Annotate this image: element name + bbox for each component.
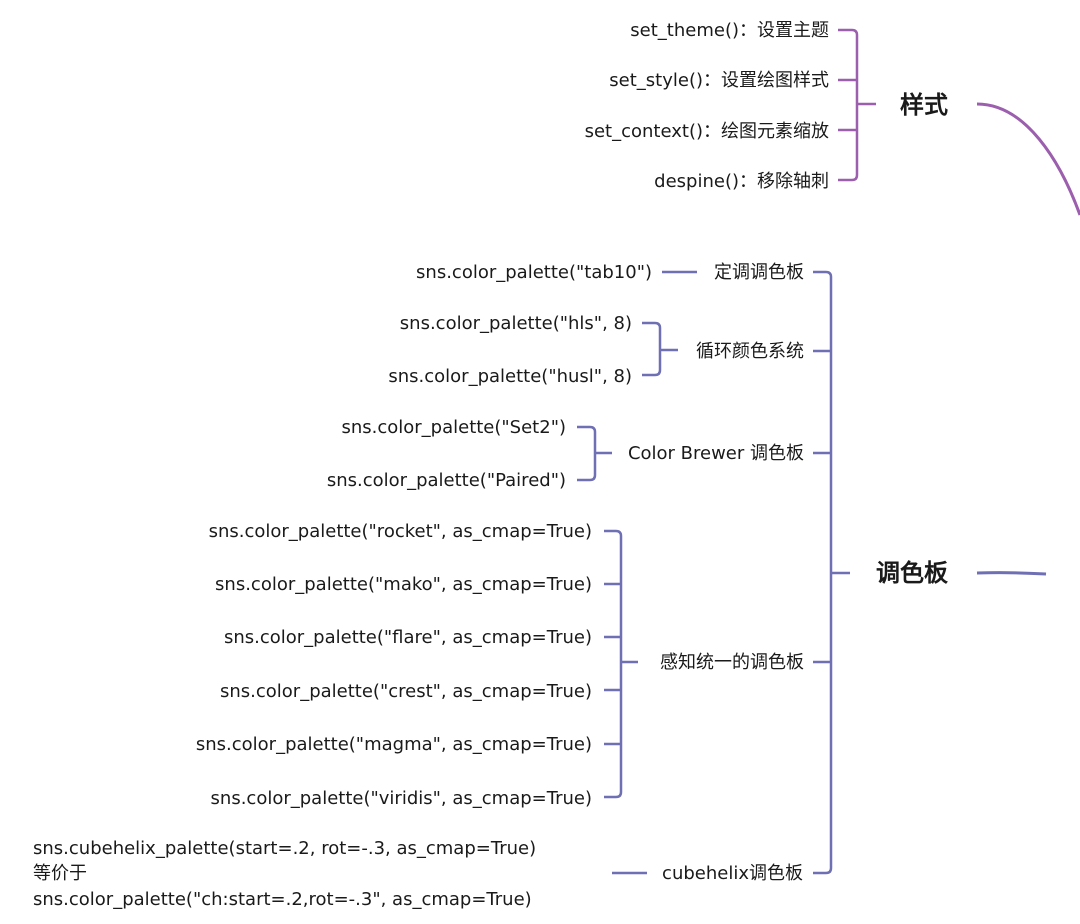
palette-item-flare[interactable]: sns.color_palette("flare", as_cmap=True) <box>224 627 592 648</box>
style-item-despine[interactable]: despine()：移除轴刺 <box>654 171 829 192</box>
palette-main-bracket <box>813 270 850 875</box>
palette-branch: 调色板 定调调色板 循环颜色系统 Color Brewer 调色板 感知统一的调… <box>33 262 1047 910</box>
style-branch: 样式 set_theme()：设置主题 set_style()：设置绘图样式 s… <box>585 20 1080 216</box>
palette-branch-label[interactable]: 调色板 <box>876 559 949 587</box>
palette-item-cubehelix-equivalent[interactable]: sns.color_palette("ch:start=.2,rot=-.3",… <box>33 889 532 910</box>
group-perceptual-bracket <box>604 529 638 799</box>
palette-item-set2[interactable]: sns.color_palette("Set2") <box>341 417 566 438</box>
palette-item-crest[interactable]: sns.color_palette("crest", as_cmap=True) <box>220 681 592 702</box>
group-color-brewer-bracket <box>577 425 612 482</box>
palette-item-equivalent-note: 等价于 <box>33 863 87 884</box>
palette-item-husl[interactable]: sns.color_palette("husl", 8) <box>388 366 632 387</box>
style-branch-label[interactable]: 样式 <box>900 91 948 119</box>
palette-item-rocket[interactable]: sns.color_palette("rocket", as_cmap=True… <box>209 521 592 542</box>
palette-item-magma[interactable]: sns.color_palette("magma", as_cmap=True) <box>196 734 592 755</box>
group-label-circular[interactable]: 循环颜色系统 <box>696 341 804 362</box>
style-item-set-style[interactable]: set_style()：设置绘图样式 <box>609 70 829 91</box>
style-bracket <box>838 28 876 182</box>
palette-item-hls[interactable]: sns.color_palette("hls", 8) <box>400 313 632 334</box>
group-label-perceptual[interactable]: 感知统一的调色板 <box>660 652 804 673</box>
style-item-set-context[interactable]: set_context()：绘图元素缩放 <box>585 121 829 142</box>
group-circular-bracket <box>642 321 678 377</box>
group-label-cubehelix[interactable]: cubehelix调色板 <box>662 863 803 884</box>
palette-item-mako[interactable]: sns.color_palette("mako", as_cmap=True) <box>215 574 592 595</box>
palette-item-tab10[interactable]: sns.color_palette("tab10") <box>416 262 652 283</box>
palette-item-paired[interactable]: sns.color_palette("Paired") <box>327 470 566 491</box>
palette-item-cubehelix-call[interactable]: sns.cubehelix_palette(start=.2, rot=-.3,… <box>33 838 536 859</box>
group-label-color-brewer[interactable]: Color Brewer 调色板 <box>628 443 804 464</box>
style-item-set-theme[interactable]: set_theme()：设置主题 <box>630 20 829 41</box>
style-connector-curve <box>976 102 1080 216</box>
group-label-qualitative[interactable]: 定调调色板 <box>714 262 804 283</box>
palette-connector-line <box>976 571 1047 576</box>
palette-item-viridis[interactable]: sns.color_palette("viridis", as_cmap=Tru… <box>211 788 592 809</box>
